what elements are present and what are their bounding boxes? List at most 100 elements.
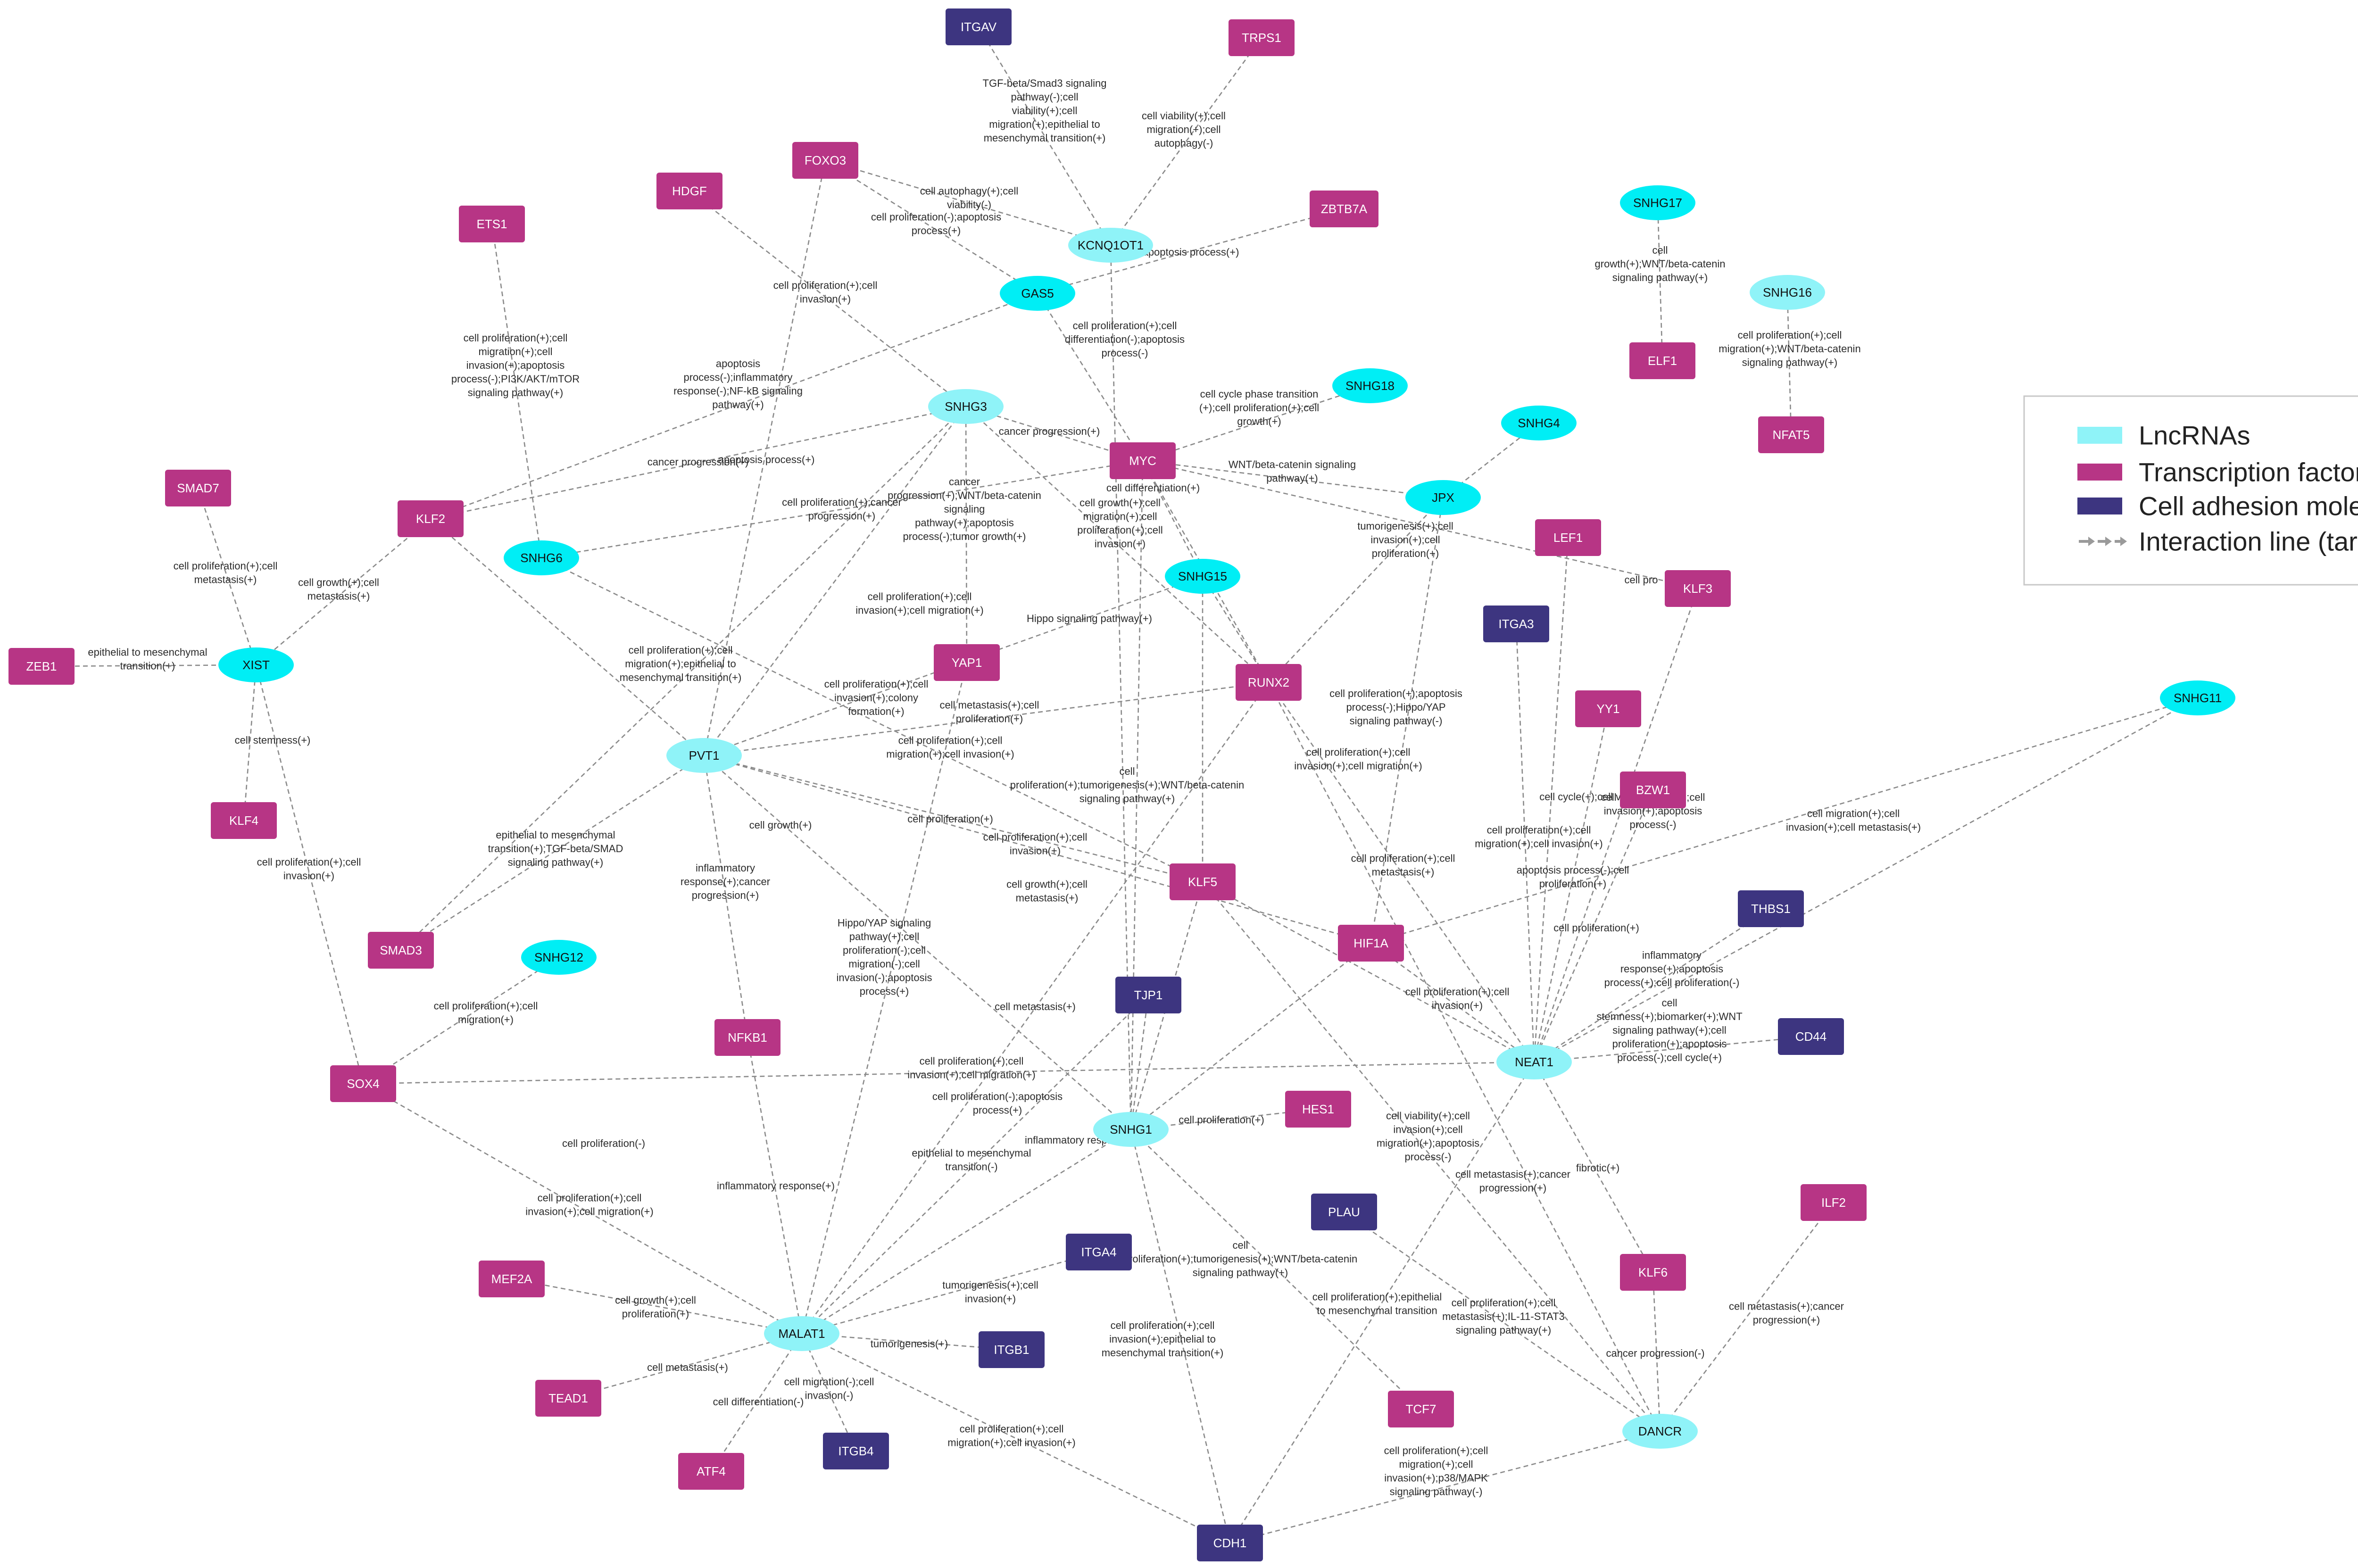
node-yap1[interactable]: YAP1 — [934, 644, 1000, 681]
node-tead1[interactable]: TEAD1 — [535, 1380, 601, 1417]
node-snhg6[interactable]: SNHG6 — [504, 540, 579, 575]
node-nfkb1[interactable]: NFKB1 — [714, 1019, 780, 1056]
node-zeb1[interactable]: ZEB1 — [8, 648, 75, 685]
node-klf6[interactable]: KLF6 — [1620, 1254, 1686, 1291]
node-itgb4[interactable]: ITGB4 — [823, 1433, 889, 1469]
node-snhg12[interactable]: SNHG12 — [521, 940, 597, 975]
node-malat1[interactable]: MALAT1 — [764, 1316, 839, 1351]
node-gas5[interactable]: GAS5 — [1000, 276, 1075, 311]
node-neat1[interactable]: NEAT1 — [1496, 1045, 1572, 1079]
node-snhg17[interactable]: SNHG17 — [1620, 185, 1695, 220]
edge-label-line: tumorigenesis(+);cell — [942, 1279, 1038, 1291]
node-snhg3[interactable]: SNHG3 — [928, 389, 1004, 424]
node-klf3[interactable]: KLF3 — [1665, 570, 1731, 607]
node-tcf7[interactable]: TCF7 — [1388, 1391, 1454, 1427]
node-dancr[interactable]: DANCR — [1622, 1414, 1698, 1449]
transcription-factor-box — [714, 1019, 780, 1056]
node-label: ETS1 — [476, 217, 507, 231]
node-label: ZBTB7A — [1321, 202, 1368, 216]
node-snhg18[interactable]: SNHG18 — [1332, 368, 1408, 403]
node-cdh1[interactable]: CDH1 — [1197, 1525, 1263, 1561]
node-smad7[interactable]: SMAD7 — [165, 470, 231, 506]
node-itga4[interactable]: ITGA4 — [1066, 1234, 1132, 1270]
transcription-factor-box — [1229, 19, 1295, 56]
node-label: NFAT5 — [1773, 428, 1810, 442]
node-pvt1[interactable]: PVT1 — [666, 738, 742, 773]
node-myc[interactable]: MYC — [1110, 442, 1176, 479]
edge-xist-klf2 — [256, 518, 431, 665]
edge-label-line: process(-);cell cycle(+) — [1617, 1052, 1722, 1063]
node-mef2a[interactable]: MEF2A — [479, 1261, 545, 1297]
node-yy1[interactable]: YY1 — [1575, 690, 1641, 727]
node-zbtb7a[interactable]: ZBTB7A — [1310, 191, 1378, 227]
edge-label-line: cell proliferation(+);cancer — [782, 497, 902, 508]
node-snhg15[interactable]: SNHG15 — [1165, 559, 1240, 594]
node-thbs1[interactable]: THBS1 — [1738, 890, 1804, 927]
edge-label-line: cell proliferation(+);epithelial — [1312, 1291, 1442, 1303]
node-snhg4[interactable]: SNHG4 — [1501, 406, 1577, 440]
node-hdgf[interactable]: HDGF — [656, 173, 722, 209]
node-ets1[interactable]: ETS1 — [459, 206, 525, 242]
node-cd44[interactable]: CD44 — [1778, 1018, 1844, 1055]
edge-label: cancer progression(+) — [648, 456, 749, 468]
node-bzw1[interactable]: BZW1 — [1620, 772, 1686, 808]
node-tjp1[interactable]: TJP1 — [1115, 977, 1181, 1013]
node-label: ILF2 — [1821, 1195, 1846, 1210]
edge-neat1-cd44 — [1534, 1036, 1811, 1063]
edge-snhg17-elf1 — [1657, 202, 1663, 361]
node-trps1[interactable]: TRPS1 — [1229, 19, 1295, 56]
node-xist[interactable]: XIST — [218, 647, 294, 682]
node-klf4[interactable]: KLF4 — [211, 802, 277, 839]
node-sox4[interactable]: SOX4 — [330, 1065, 396, 1102]
node-plau[interactable]: PLAU — [1311, 1194, 1377, 1230]
node-nfat5[interactable]: NFAT5 — [1758, 416, 1824, 453]
edge-label: cancer progression(+) — [999, 425, 1100, 437]
edge-label-line: proliferation(+);apoptosis — [1612, 1038, 1727, 1050]
node-label: SNHG17 — [1633, 196, 1682, 210]
node-lef1[interactable]: LEF1 — [1535, 519, 1601, 556]
legend-arrow-1 — [2088, 537, 2095, 546]
transcription-factor-box — [1575, 690, 1641, 727]
node-elf1[interactable]: ELF1 — [1629, 342, 1695, 379]
edge-label-line: proliferation(+);cell — [1077, 524, 1163, 536]
node-itgav[interactable]: ITGAV — [946, 8, 1012, 45]
edge-label-line: signaling pathway(+) — [468, 387, 563, 398]
node-klf5[interactable]: KLF5 — [1170, 863, 1236, 900]
node-hif1a[interactable]: HIF1A — [1338, 925, 1404, 962]
edge-label-line: signaling pathway(-) — [1390, 1486, 1483, 1498]
node-label: TRPS1 — [1242, 31, 1281, 45]
node-smad3[interactable]: SMAD3 — [368, 932, 434, 969]
edge-label-line: cell proliferation(+) — [1179, 1114, 1264, 1126]
node-label: ITGA3 — [1498, 617, 1534, 631]
node-itgb1[interactable]: ITGB1 — [979, 1331, 1045, 1368]
node-runx2[interactable]: RUNX2 — [1236, 664, 1302, 701]
transcription-factor-box — [678, 1453, 744, 1490]
node-snhg16[interactable]: SNHG16 — [1750, 275, 1825, 310]
edge-neat1-sox4 — [363, 1061, 1535, 1085]
edge-label-line: cell viability(+);cell — [1386, 1110, 1470, 1122]
legend-item-cell-adhesion-molecule: Cell adhesion molecule — [2077, 491, 2358, 521]
node-klf2[interactable]: KLF2 — [398, 500, 464, 537]
edge-myc-runx2 — [1142, 460, 1270, 683]
node-hes1[interactable]: HES1 — [1285, 1091, 1351, 1128]
node-snhg1[interactable]: SNHG1 — [1093, 1112, 1169, 1147]
node-jpx[interactable]: JPX — [1405, 480, 1481, 515]
node-kcnq1ot1[interactable]: KCNQ1OT1 — [1068, 228, 1153, 263]
edge-snhg3-hdgf — [689, 190, 966, 407]
edge-label-line: invasion(+);p38/MAPK — [1384, 1472, 1488, 1484]
node-foxo3[interactable]: FOXO3 — [792, 142, 858, 179]
cell-adhesion-box — [1066, 1234, 1132, 1270]
edge-label-line: invasion(+) — [1010, 845, 1061, 857]
node-snhg11[interactable]: SNHG11 — [2160, 680, 2235, 715]
edge-label-line: proliferation(+);tumorigenesis(+);WNT/be… — [1123, 1253, 1357, 1265]
node-ilf2[interactable]: ILF2 — [1801, 1184, 1867, 1221]
node-itga3[interactable]: ITGA3 — [1483, 606, 1549, 642]
node-atf4[interactable]: ATF4 — [678, 1453, 744, 1490]
